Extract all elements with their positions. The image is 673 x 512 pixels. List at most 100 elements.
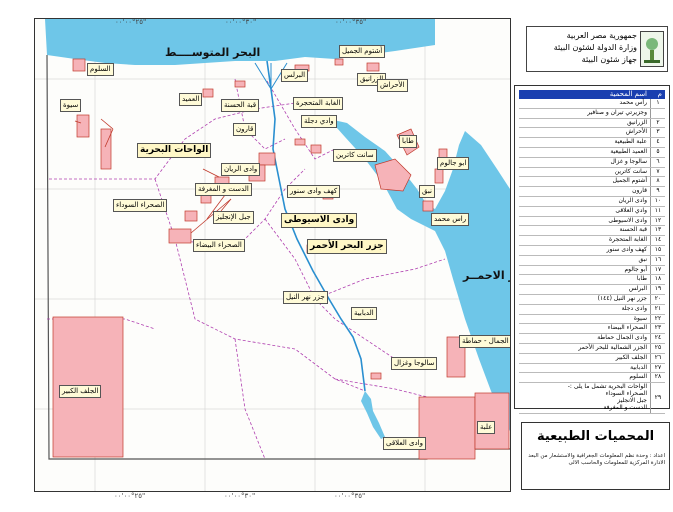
legend-row-name: أبو جالوم [624,265,647,273]
map-frame: ٢٥°٠٠'٠٠" ٣٠°٠٠'٠٠" ٣٥°٠٠'٠٠" البحر المت… [34,18,511,492]
legend-row-num: ١٩ [650,285,665,294]
legend-row-num: ١٤ [650,236,665,245]
legend-row-num: ٢٣ [650,324,665,334]
label-rayan: وادى الريان [221,163,261,176]
legend-row: جزر نهر النيل (١٤٤)٢٠ [519,294,665,305]
red-sea-label: البحر الاحمــر [463,269,510,282]
legend-row-name: الواحات البحرية تشمل ما يلى :-الصحراء ال… [568,383,647,411]
legend-row-name: قبة الحسنة [619,226,647,234]
label-dest: الدست و المغرفة [195,183,252,196]
legend-row-name: البرلس [628,285,647,293]
legend-row-num: ٤ [650,138,665,147]
legend-row-name: الزرانيق [627,118,647,126]
label-allaqi: وادى العلاقى [383,437,426,450]
legend-row-num: ١٨ [650,275,665,285]
legend-row-num: ١٧ [650,265,665,275]
reserve-white-desert [168,228,192,244]
legend-row-num: ٢ [650,118,665,128]
reserve-catherine [374,158,412,192]
legend-row-name: الصحراء البيضاء [607,324,647,332]
reserve-allaqi [418,396,476,460]
reserve-zaranik [366,62,380,72]
legend-row-name: سالوجا و غزال [610,157,647,165]
legend-row-num: ١٠ [650,196,665,206]
reserve-hasana [234,80,246,88]
legend-row-num: ٢٧ [650,363,665,373]
reserve-salouga [370,372,382,380]
label-sewa: سيوة [60,99,82,112]
reserve-qaroun [258,152,276,166]
legend-row-name: جزر نهر النيل (١٤٤) [597,294,647,302]
legend-row-line: جبل الانجليز [617,397,647,405]
map-canvas [35,19,510,491]
label-nile-islands: جزر نهر النيل [283,291,328,304]
legend-row-name: سيوة [633,314,647,322]
agency-logo-icon [640,31,664,67]
legend-row-name: طابا [636,275,647,283]
legend-row-name: العميد الطبيعية [610,147,647,155]
label-gemal: وادى الجمال - حماطة [459,335,510,348]
map-credit: اعداد : وحدة نظم المعلومات الجغرافية وال… [528,453,665,466]
legend-row-num [650,108,665,118]
legend-row-num: ١٥ [650,245,665,255]
legend-row-name: وادى الاسيوطى [608,216,647,224]
coord-top-3: ٣٥°٠٠'٠٠" [335,18,367,26]
label-asyouti: وادى الاسيوطى [281,213,358,228]
reserve-degla [310,144,322,154]
legend-row-num: ١١ [650,206,665,216]
label-taba: طابا [399,135,417,148]
reserve-nabq [434,168,444,184]
label-ahrash: الأحراش [377,79,408,92]
legend-row-name: قارون [632,187,647,195]
legend-row-num: ٩ [650,187,665,196]
label-salloum: السلوم [87,63,114,76]
legend-row-num: ٢٨ [650,373,665,383]
label-kahf: كهف وادى سنور [287,185,341,198]
label-ghaba: الغابة المتحجرة [293,97,344,110]
legend-row: وجزيرتي تيران و صنافير [519,108,665,119]
header-line-1: جمهورية مصر العربية [566,31,637,40]
reserve-ras-mohamed [422,200,434,212]
coord-top-2: ٣٠°٠٠'٠٠" [225,18,257,26]
legend-row-num: ٢٥ [650,343,665,353]
legend-row-num: ١٣ [650,226,665,236]
legend-row-name: كهف وادى سنور [606,245,647,253]
label-catherine: سانت كاترين [333,149,377,162]
label-bahariya: الواحات البحرية [137,143,212,158]
legend-row-num: ٨ [650,177,665,187]
coord-bottom-2: ٣٠°٠٠'٠٠" [224,492,256,500]
header-line-2: وزارة الدولة لشئون البيئة [553,43,637,52]
label-salouga: سالوجا وغزال [391,357,438,370]
label-white-desert: الصحراء البيضاء [193,239,245,252]
label-jelf: الجلف الكبير [59,385,102,398]
label-black-desert: الصحراء السوداء [113,199,168,212]
legend-row-name: وادي العلاقى [615,206,647,214]
reserve-sewa-2 [100,128,112,170]
label-dabbabiya: الدبابية [351,307,377,320]
reserve-ashtoum [334,58,344,66]
leader-lines [74,118,232,234]
legend-row-num: ٢٦ [650,353,665,363]
legend-header-num: م [657,90,662,98]
agency-header: جمهورية مصر العربية وزارة الدولة لشئون ا… [526,26,668,72]
legend-row-name: أشتوم الجميل [612,177,647,185]
